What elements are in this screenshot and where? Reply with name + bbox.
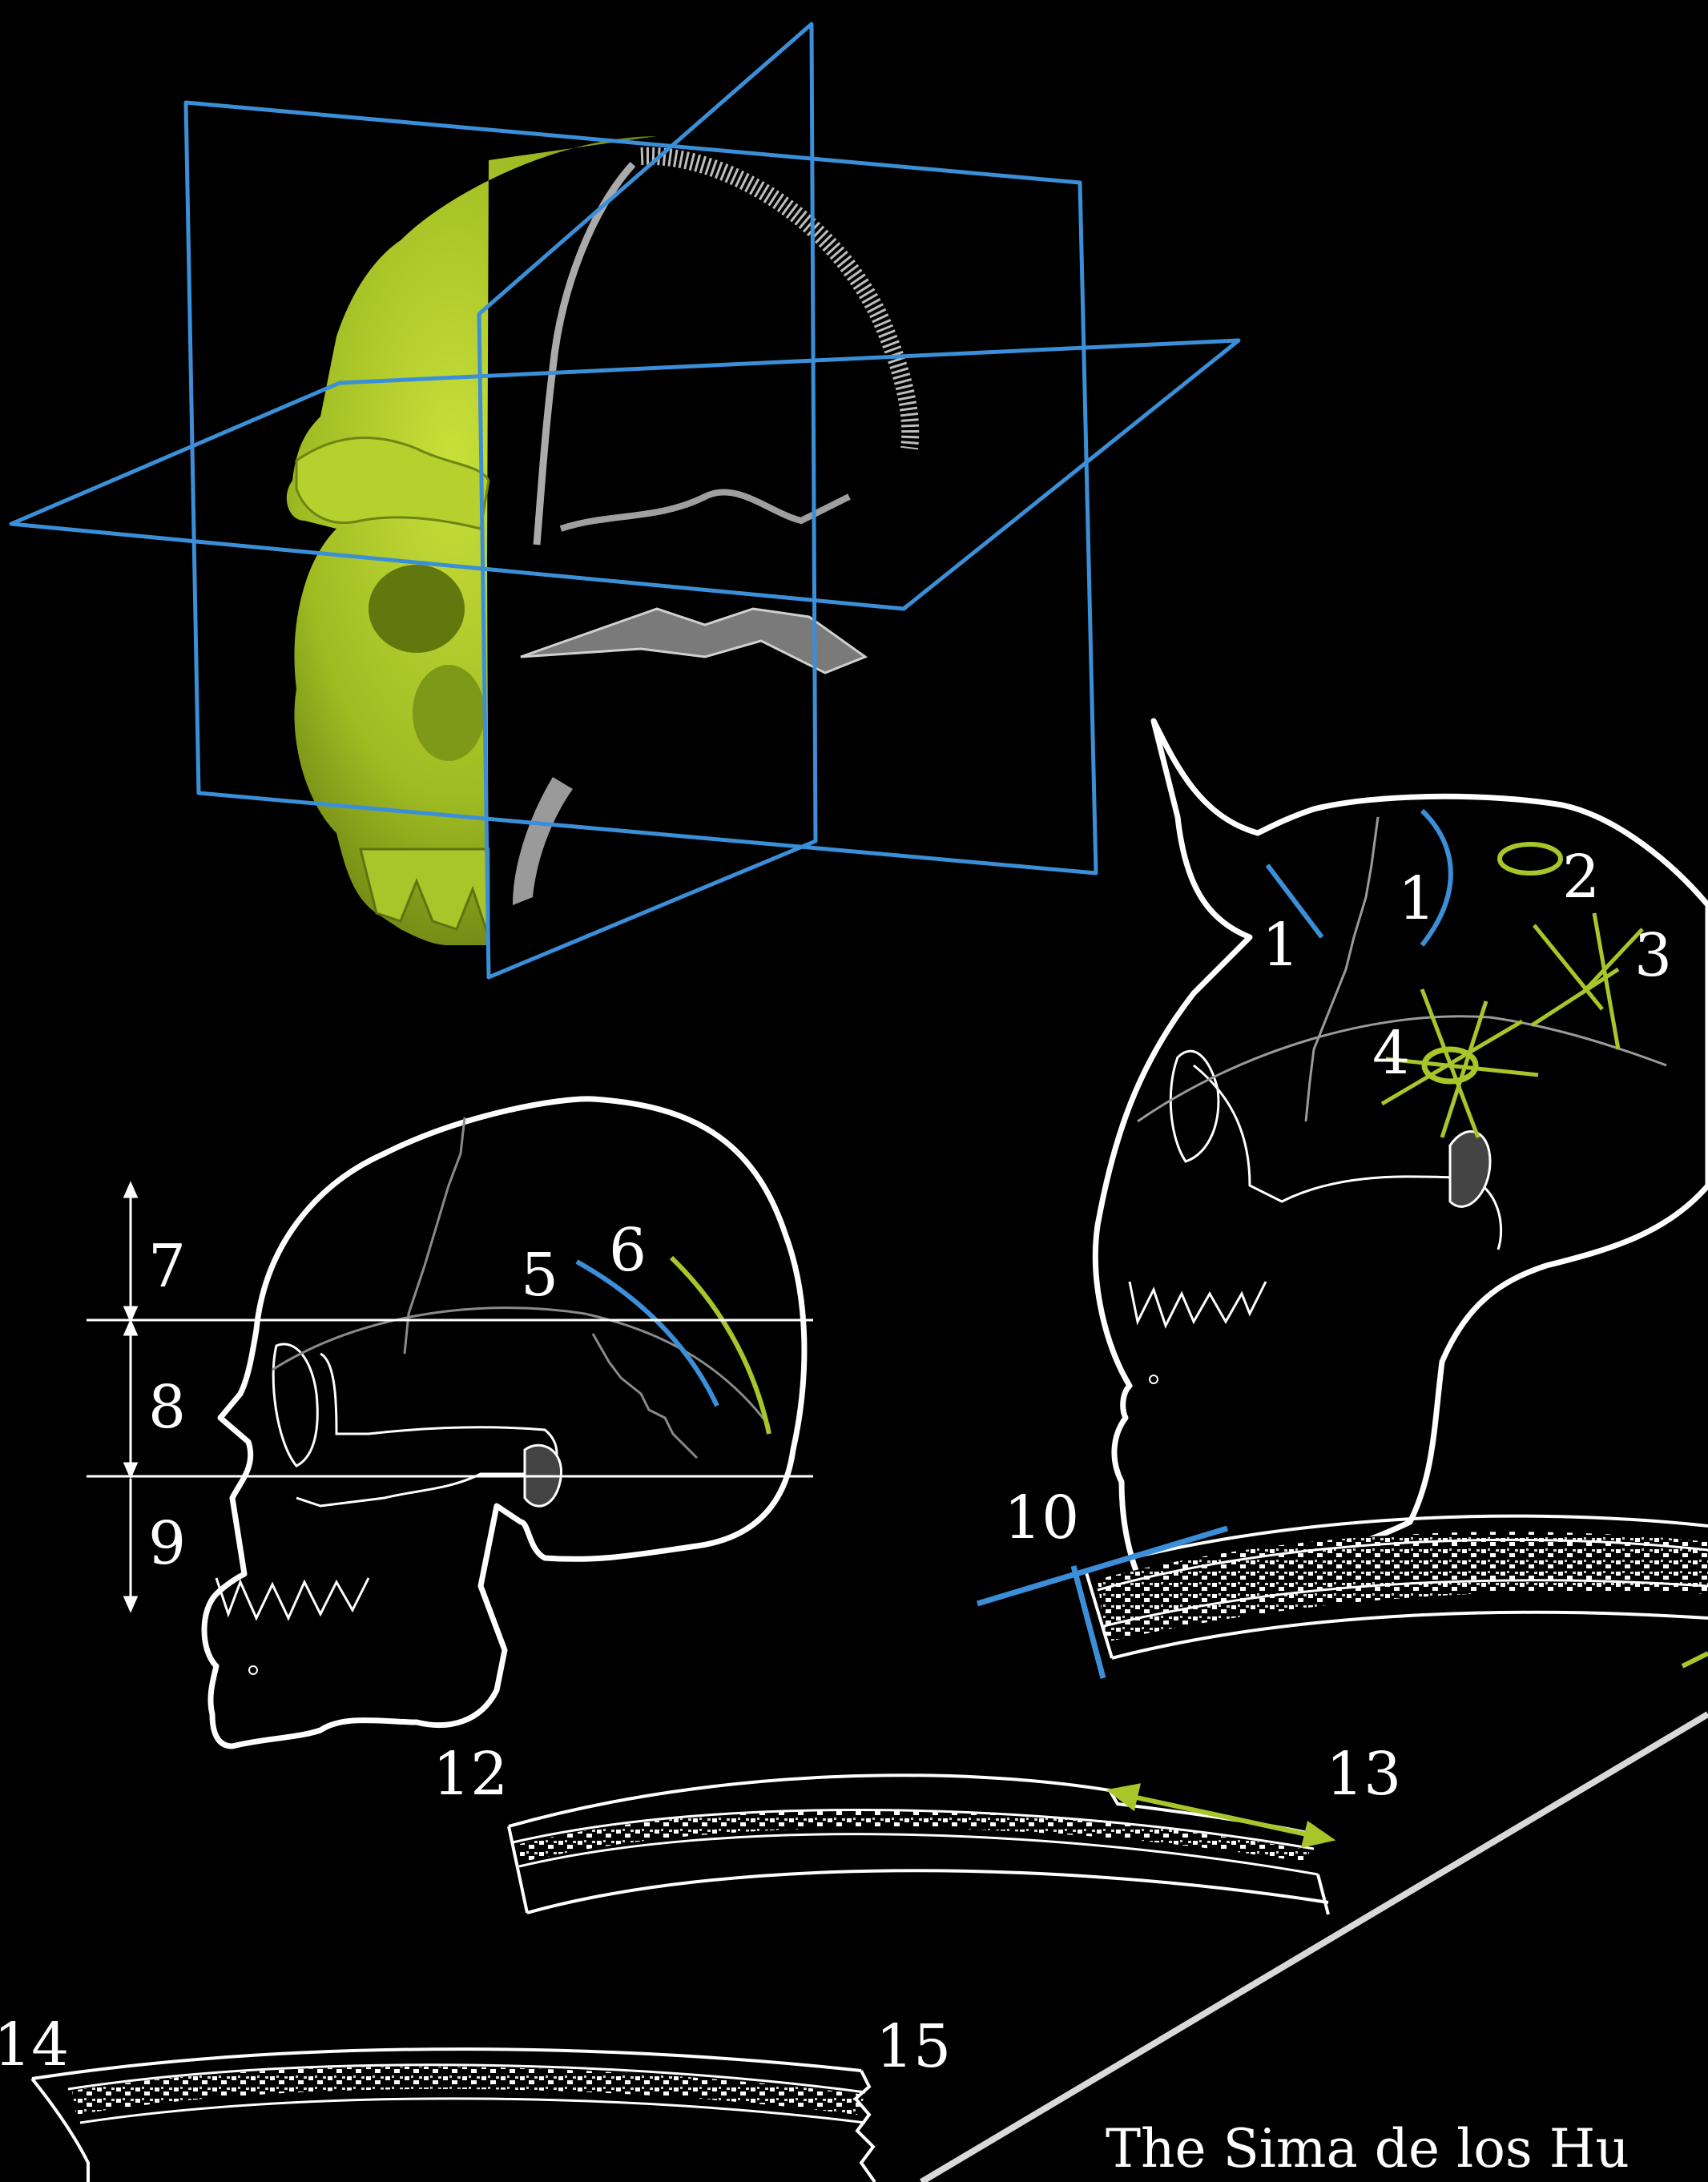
bone-section-10-layer <box>1098 1532 1708 1642</box>
bone-section-12-13: 12 13 <box>433 1740 1401 1914</box>
label-12: 12 <box>433 1740 508 1809</box>
label-4: 4 <box>1372 1019 1410 1088</box>
label-9: 9 <box>148 1509 186 1578</box>
lesion-2-mark <box>1500 844 1561 873</box>
skull-left-teeth <box>216 1578 369 1618</box>
label-14: 14 <box>0 2011 69 2079</box>
label-15: 15 <box>876 2012 951 2081</box>
label-7: 7 <box>148 1232 186 1301</box>
figure-caption: The Sima de los Hu <box>1106 2118 1629 2180</box>
skull-right-teeth <box>1130 1282 1266 1326</box>
skull-lesions-diagram: 1 1 2 3 4 <box>1095 721 1708 1608</box>
label-2: 2 <box>1562 843 1600 912</box>
height-scale-arrows <box>125 1184 136 1610</box>
skull-right-foramen <box>1150 1375 1158 1383</box>
bone-15-fracture-edge <box>856 2071 875 2182</box>
label-6: 6 <box>609 1216 647 1285</box>
skull-3d-orbit <box>369 565 465 653</box>
skull-right-outline <box>1095 721 1708 1608</box>
label-13: 13 <box>1326 1740 1401 1809</box>
skull-left-outline <box>204 1099 804 1746</box>
ct-reconstruction <box>11 24 1239 977</box>
ct-slice-base <box>561 492 849 529</box>
skull-regions-diagram: 5 6 7 8 9 <box>87 1099 813 1746</box>
ct-slice-lower <box>513 777 573 905</box>
label-10: 10 <box>1004 1484 1079 1552</box>
skull-left-suture <box>405 1117 465 1354</box>
skull-left-orbit <box>273 1344 317 1466</box>
skull-3d-surface <box>287 136 657 945</box>
label-8: 8 <box>148 1373 186 1442</box>
skull-left-foramen <box>249 1666 257 1674</box>
panel-divider-line <box>921 1714 1708 2182</box>
label-1b: 1 <box>1398 864 1436 933</box>
skull-left-zygomatic <box>296 1354 557 1506</box>
label-5: 5 <box>521 1241 558 1310</box>
bone-10-green-mark <box>1682 1653 1708 1666</box>
skull-3d-maxilla <box>413 665 485 761</box>
skull-right-ear <box>1450 1132 1490 1207</box>
label-1a: 1 <box>1262 911 1299 980</box>
bone-section-14-15: 14 15 <box>0 2011 951 2182</box>
bone-section-10: 10 <box>977 1484 1708 1678</box>
label-3: 3 <box>1634 921 1672 990</box>
skull-left-lambdoid <box>593 1334 697 1458</box>
ct-slice-vault <box>641 156 910 449</box>
skull-right-suture <box>1306 817 1378 1121</box>
